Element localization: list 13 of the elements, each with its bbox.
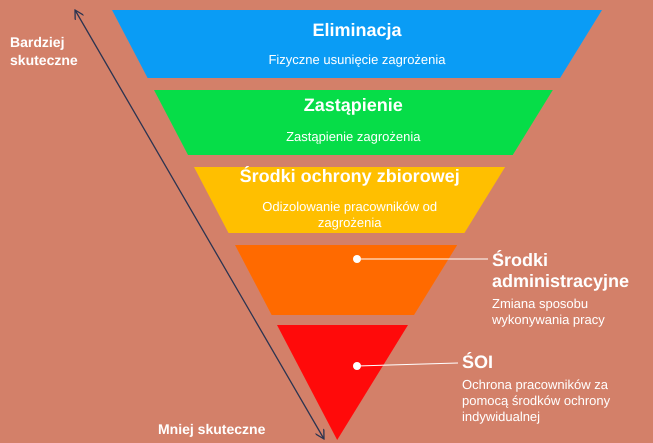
level-description: Odizolowanie pracowników od zagrożenia [261,199,438,231]
level-title: Zastąpienie [302,95,404,116]
effectiveness-label: Bardziej skuteczne [10,33,79,69]
level-title: Środki ochrony zbiorowej [238,166,461,187]
effectiveness-label: Mniej skuteczne [158,420,266,438]
level-description: Ochrona pracowników za pomocą środków ochrony indywidualnej [462,377,612,425]
leader-line [353,255,488,263]
level-title: Środki administracyjne [492,250,630,292]
level-title: Eliminacja [311,20,403,41]
level-title: ŚOI [462,352,494,373]
level-description: Zastąpienie zagrożenia [285,129,422,145]
leader-line [353,362,458,370]
level-description: Zmiana sposobu wykonywania pracy [492,296,606,328]
